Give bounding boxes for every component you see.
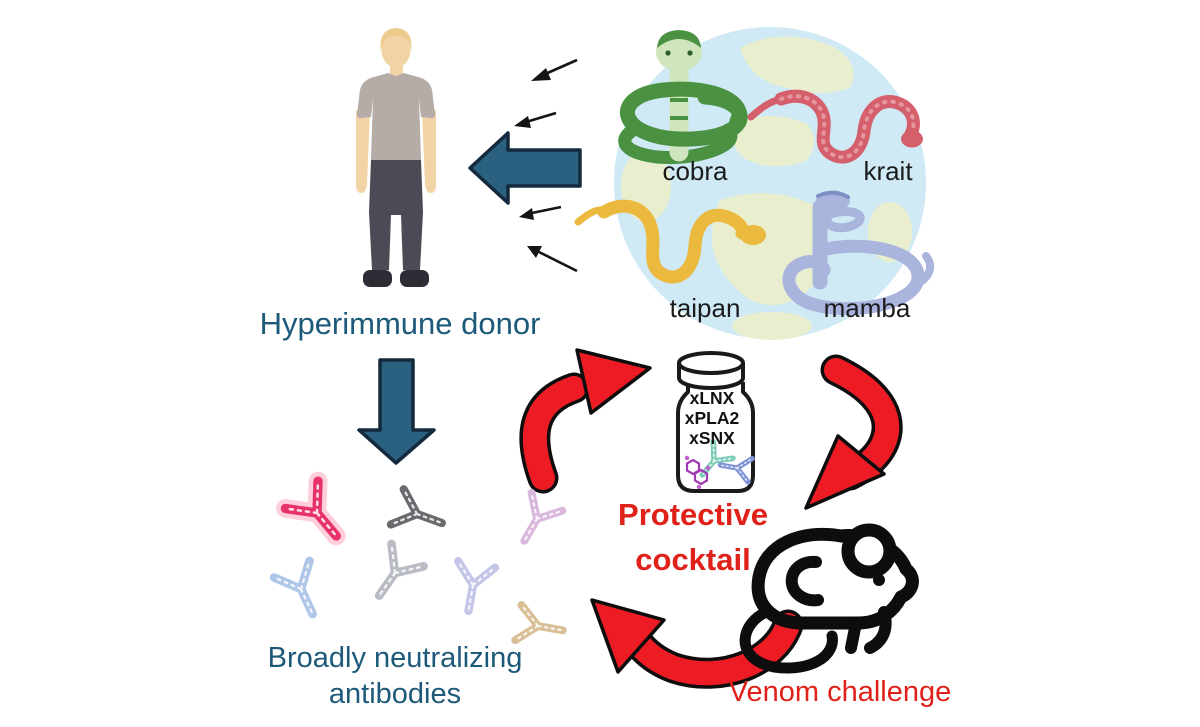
mouse-eye	[873, 574, 885, 586]
krait-head	[901, 130, 923, 148]
mouse-front-leg	[845, 617, 862, 654]
mamba-small-loop	[823, 207, 865, 233]
person-pants	[369, 160, 423, 270]
person-shirt	[357, 73, 435, 160]
red-arrow-antibodies-to-cocktail-icon	[519, 348, 652, 494]
small-black-arrow-icon	[514, 111, 557, 128]
small-black-arrow-icon	[519, 205, 562, 220]
antibody-icon	[274, 561, 330, 622]
small-black-arrow-icon	[527, 246, 578, 273]
person-face	[381, 32, 411, 68]
vial-line-xsnx: xSNX	[689, 428, 735, 448]
cobra-head	[656, 33, 702, 71]
krait-snake-icon	[747, 89, 923, 164]
antibody-icon	[391, 489, 448, 540]
cobra-snake-icon	[618, 30, 748, 165]
mouse-front-leg	[864, 606, 892, 654]
mamba-snake-icon	[782, 190, 935, 316]
vial-icon	[676, 351, 755, 493]
person-right-shoe	[400, 270, 429, 287]
protective-cocktail-label: Protective cocktail	[618, 497, 768, 577]
vial-molecule-purple-icon	[684, 455, 711, 490]
cobra-head-crown	[657, 30, 701, 48]
red-arrow-globe-to-mouse-icon	[804, 354, 903, 510]
cobra-coil-upper	[619, 81, 748, 147]
taipan-snake-icon	[574, 199, 766, 284]
taipan-label: taipan	[669, 293, 741, 323]
mouse-hind-leg	[785, 555, 824, 607]
red-arrow-mouse-to-antibodies-icon	[590, 598, 804, 689]
venom-challenge-label: Venom challenge	[728, 676, 952, 708]
hyperimmune-donor-label: Hyperimmune donor	[259, 306, 541, 341]
mamba-head-crown	[816, 190, 850, 199]
person-left-arm	[356, 110, 370, 193]
vial-line-xpla2: xPLA2	[684, 408, 740, 428]
person-left-shoe	[363, 270, 392, 287]
person-right-arm	[422, 110, 436, 193]
krait-scales	[779, 94, 916, 160]
antibody-icon	[276, 471, 352, 549]
taipan-head	[740, 225, 766, 245]
vial-line-xlnx: xLNX	[689, 388, 735, 408]
cobra-eye	[687, 50, 693, 56]
donor-person-icon	[356, 28, 436, 287]
teal-left-block-arrow-icon	[468, 131, 582, 205]
antibody-icon	[363, 544, 423, 607]
mouse-ear	[841, 523, 897, 579]
antibody-icon	[450, 561, 495, 614]
mamba-label: mamba	[823, 293, 911, 323]
vial-body	[676, 382, 755, 493]
small-black-arrow-icon	[531, 58, 578, 81]
teal-down-block-arrow-icon	[357, 358, 436, 465]
mamba-tail	[912, 252, 935, 288]
mouse-tail	[739, 606, 838, 674]
vial-contents-list: xLNX xPLA2 xSNX	[680, 388, 744, 448]
broadly-neutralizing-antibodies-label: Broadly neutralizing antibodies	[267, 642, 523, 710]
cobra-label: cobra	[662, 156, 728, 186]
mamba-coil	[782, 239, 925, 316]
cobra-eye	[665, 50, 671, 56]
vial-cap-top	[677, 351, 745, 375]
small-black-arrows	[514, 58, 578, 273]
antibody-icon	[509, 493, 562, 550]
person-hair	[380, 28, 412, 52]
krait-label: krait	[863, 156, 913, 186]
antibody-cluster	[274, 471, 566, 648]
mouse-icon	[739, 523, 919, 674]
taipan-body	[597, 199, 749, 284]
